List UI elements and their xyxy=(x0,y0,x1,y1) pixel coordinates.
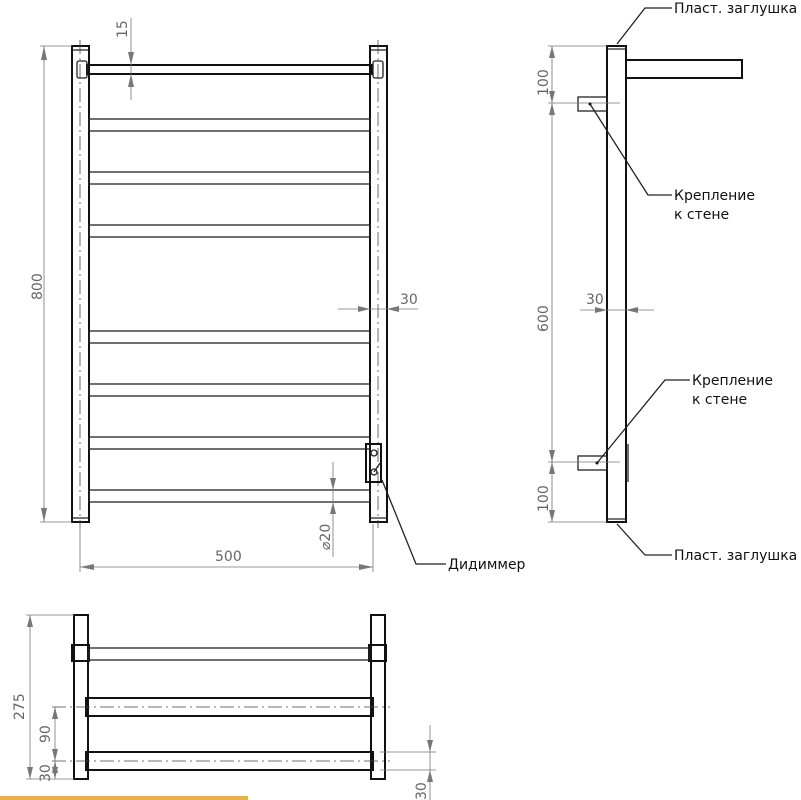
label-mount-2-line2: к стене xyxy=(692,392,747,408)
side-post xyxy=(606,45,627,523)
rail-cap xyxy=(76,60,88,79)
dim-post: 30 xyxy=(400,292,418,308)
top-rail xyxy=(86,64,373,75)
accent-strip xyxy=(0,796,248,800)
wall-mount-top xyxy=(577,96,608,112)
dim-side-post: 30 xyxy=(586,292,604,308)
top-view: 275 90 30 30 xyxy=(12,614,436,800)
dim-offset: 30 xyxy=(38,764,54,782)
dim-rail: 15 xyxy=(115,20,131,38)
label-cap-bottom: Пласт. заглушка xyxy=(674,548,797,564)
rail-cap xyxy=(372,60,384,79)
label-dimmer: Дидиммер xyxy=(448,557,526,573)
dim-width: 500 xyxy=(215,549,242,565)
dimmer-leader xyxy=(381,479,446,565)
dim-depth: 275 xyxy=(12,693,28,720)
label-mount-1-line1: Крепление xyxy=(674,188,755,204)
dim-middle: 600 xyxy=(536,305,552,332)
label-mount-2-line1: Крепление xyxy=(692,373,773,389)
dimmer xyxy=(365,443,382,483)
dim-top: 100 xyxy=(536,69,552,96)
top-rail-plan xyxy=(88,647,370,661)
side-arm xyxy=(625,59,743,79)
dim-spacing: 90 xyxy=(38,725,54,743)
side-view: 100 600 100 30 Пласт. заглушка Крепление… xyxy=(536,1,797,564)
left-post xyxy=(71,45,90,523)
front-view: 800 15 30 ⌀20 500 Дидиммер xyxy=(30,18,526,573)
dim-bottom: 100 xyxy=(536,485,552,512)
wall-mount-bottom xyxy=(577,455,608,471)
label-cap-top: Пласт. заглушка xyxy=(674,1,797,17)
crossbars xyxy=(88,118,371,503)
dim-height: 800 xyxy=(30,273,46,300)
dim-bar: 30 xyxy=(414,782,430,800)
label-mount-1-line2: к стене xyxy=(674,207,729,223)
right-post xyxy=(369,45,388,523)
dim-diameter: ⌀20 xyxy=(318,524,334,550)
